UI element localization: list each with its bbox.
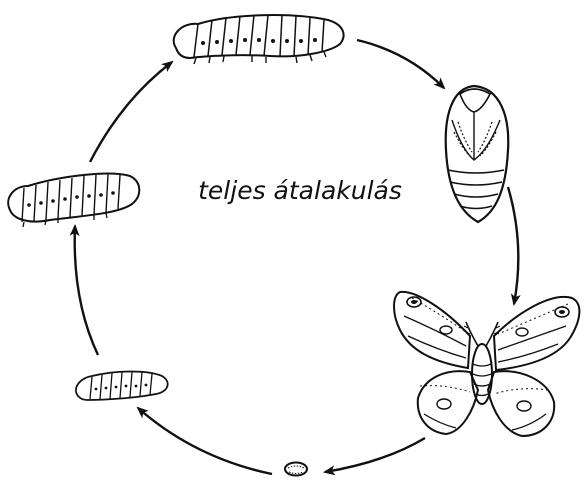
large-larva-icon xyxy=(174,15,344,64)
medium-larva-icon xyxy=(8,174,139,227)
egg-icon xyxy=(285,463,307,476)
diagram-title: teljes átalakulás xyxy=(198,176,402,205)
arrow-small-larva-to-medium-larva xyxy=(75,226,98,355)
arrow-egg-to-small-larva xyxy=(138,408,272,474)
arrow-medium-larva-to-large-larva xyxy=(90,62,172,162)
small-larva-icon xyxy=(76,372,168,401)
arrow-pupa-to-moth xyxy=(508,187,518,304)
moth-icon xyxy=(394,292,579,436)
arrow-moth-to-egg xyxy=(325,438,425,472)
arrow-large-larva-to-pupa xyxy=(357,40,444,88)
pupa-icon xyxy=(446,86,509,222)
